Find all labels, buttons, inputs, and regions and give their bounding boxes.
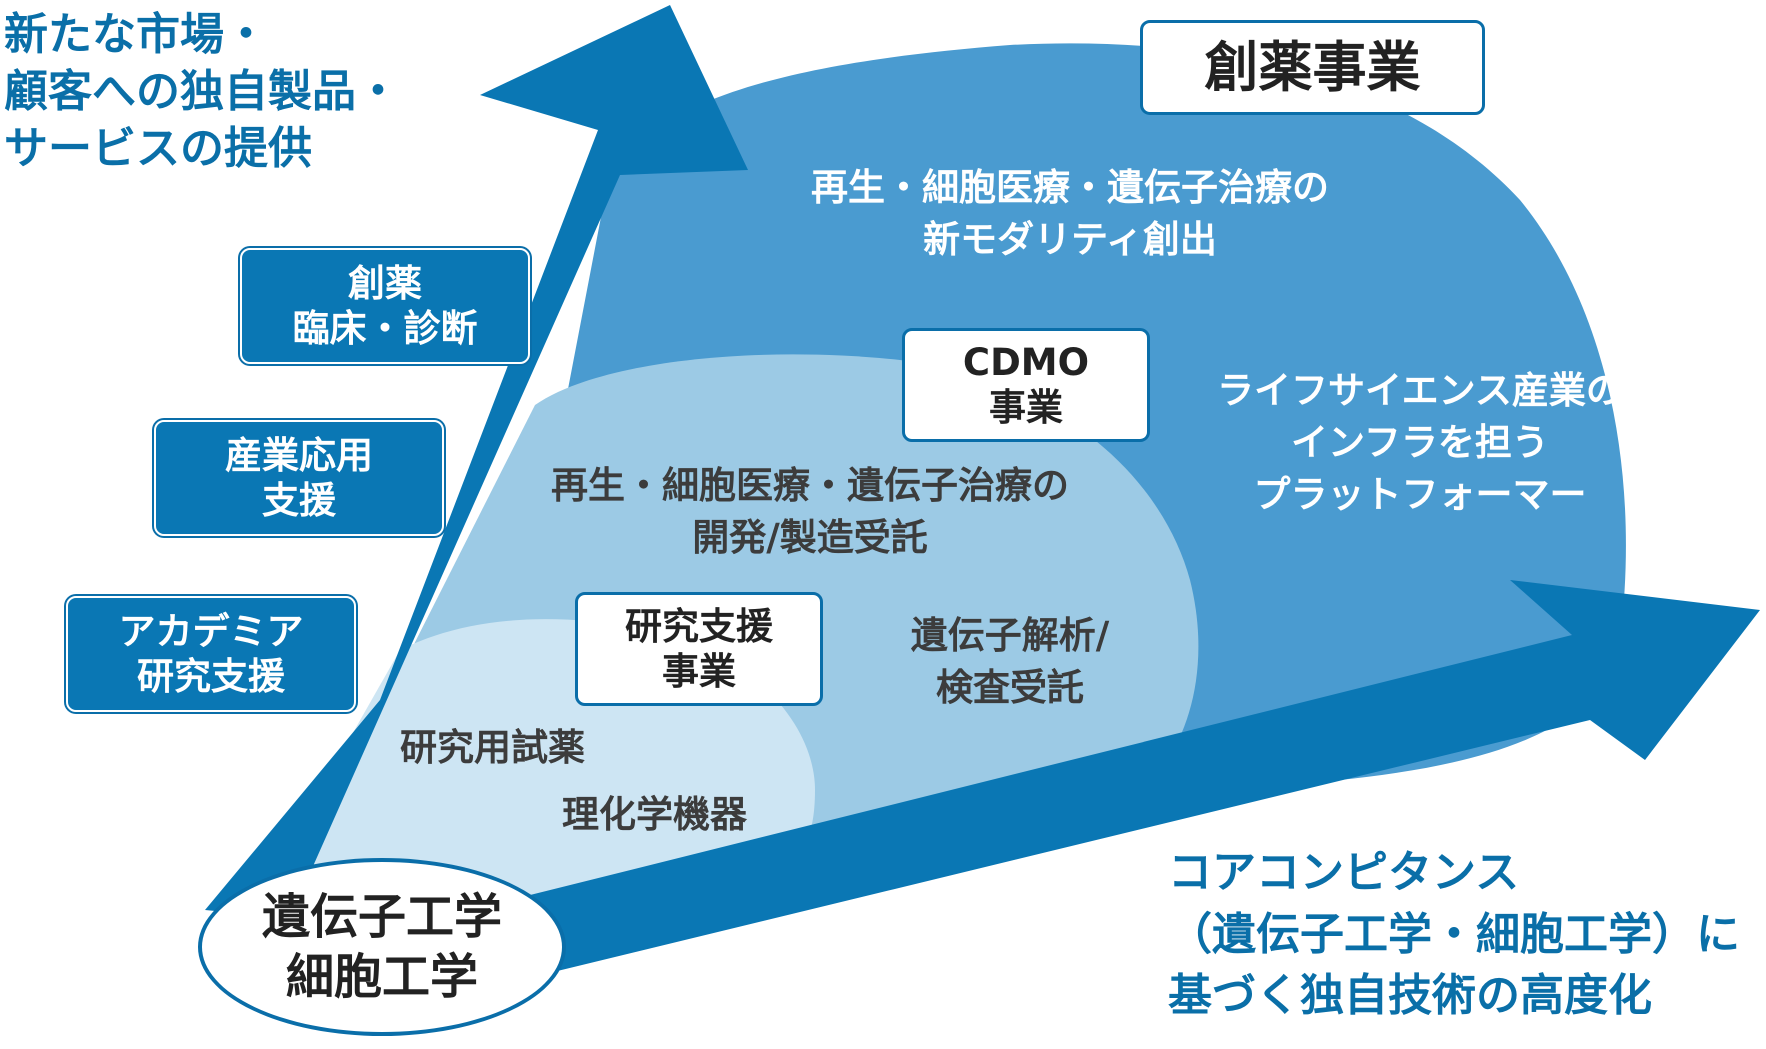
horizontal-axis-label-line: コアコンピタンス bbox=[1168, 847, 1520, 898]
vertical-axis-arrow bbox=[205, 5, 748, 918]
cdmo-description-line: 再生・細胞医療・遺伝子治療の bbox=[551, 464, 1069, 507]
step-box-line: 臨床・診断 bbox=[292, 307, 478, 350]
platform-description-line: ライフサイエンス産業の bbox=[1217, 369, 1623, 412]
research-item-instruments: 理化学機器 bbox=[562, 793, 747, 836]
cdmo-title-line: 事業 bbox=[989, 386, 1063, 429]
drug-discovery-description-line: 新モダリティ創出 bbox=[923, 217, 1217, 261]
step-box-line: 研究支援 bbox=[137, 655, 285, 698]
origin-line: 細胞工学 bbox=[285, 949, 478, 1005]
platform-description-line: インフラを担う bbox=[1291, 420, 1549, 464]
cdmo-title-line: CDMO bbox=[962, 340, 1090, 384]
step-box-industrial: 産業応用 支援 bbox=[154, 420, 444, 536]
research-support-title: 研究支援 事業 bbox=[575, 592, 823, 706]
cdmo-services-line: 遺伝子解析/ bbox=[910, 614, 1110, 657]
vertical-axis-label-line: 新たな市場・ bbox=[4, 9, 268, 60]
origin-line: 遺伝子工学 bbox=[261, 889, 502, 945]
cdmo-description-line: 開発/製造受託 bbox=[692, 515, 928, 559]
horizontal-axis-label-line: （遺伝子工学・細胞工学）に bbox=[1168, 908, 1740, 960]
drug-discovery-description: 再生・細胞医療・遺伝子治療の 新モダリティ創出 bbox=[780, 162, 1360, 266]
step-box-line: 産業応用 bbox=[225, 433, 373, 477]
step-box-line: 支援 bbox=[262, 479, 336, 522]
research-support-title-line: 事業 bbox=[662, 650, 736, 693]
research-support-title-line: 研究支援 bbox=[625, 604, 773, 648]
horizontal-axis-label: コアコンピタンス （遺伝子工学・細胞工学）に 基づく独自技術の高度化 bbox=[1168, 842, 1740, 1027]
cdmo-description: 再生・細胞医療・遺伝子治療の 開発/製造受託 bbox=[520, 460, 1100, 564]
cdmo-title: CDMO 事業 bbox=[902, 328, 1150, 442]
drug-discovery-description-line: 再生・細胞医療・遺伝子治療の bbox=[811, 166, 1329, 209]
cdmo-services: 遺伝子解析/ 検査受託 bbox=[870, 610, 1150, 714]
step-box-drug-clinical: 創薬 臨床・診断 bbox=[240, 248, 530, 364]
drug-discovery-title: 創薬事業 bbox=[1140, 20, 1485, 115]
cdmo-services-line: 検査受託 bbox=[936, 665, 1084, 709]
step-box-line: 創薬 bbox=[348, 261, 422, 305]
step-box-academia: アカデミア 研究支援 bbox=[66, 596, 356, 712]
platform-description: ライフサイエンス産業の インフラを担う プラットフォーマー bbox=[1190, 365, 1650, 520]
origin-core-technology: 遺伝子工学 細胞工学 bbox=[198, 858, 566, 1036]
horizontal-axis-arrow bbox=[430, 580, 1760, 985]
platform-description-line: プラットフォーマー bbox=[1253, 472, 1587, 516]
vertical-axis-label: 新たな市場・ 顧客への独自製品・ サービスの提供 bbox=[4, 6, 400, 178]
horizontal-axis-label-line: 基づく独自技術の高度化 bbox=[1168, 970, 1652, 1022]
step-box-line: アカデミア bbox=[118, 609, 304, 653]
vertical-axis-label-line: サービスの提供 bbox=[4, 123, 312, 175]
vertical-axis-label-line: 顧客への独自製品・ bbox=[4, 66, 400, 118]
research-item-reagents: 研究用試薬 bbox=[400, 726, 585, 769]
